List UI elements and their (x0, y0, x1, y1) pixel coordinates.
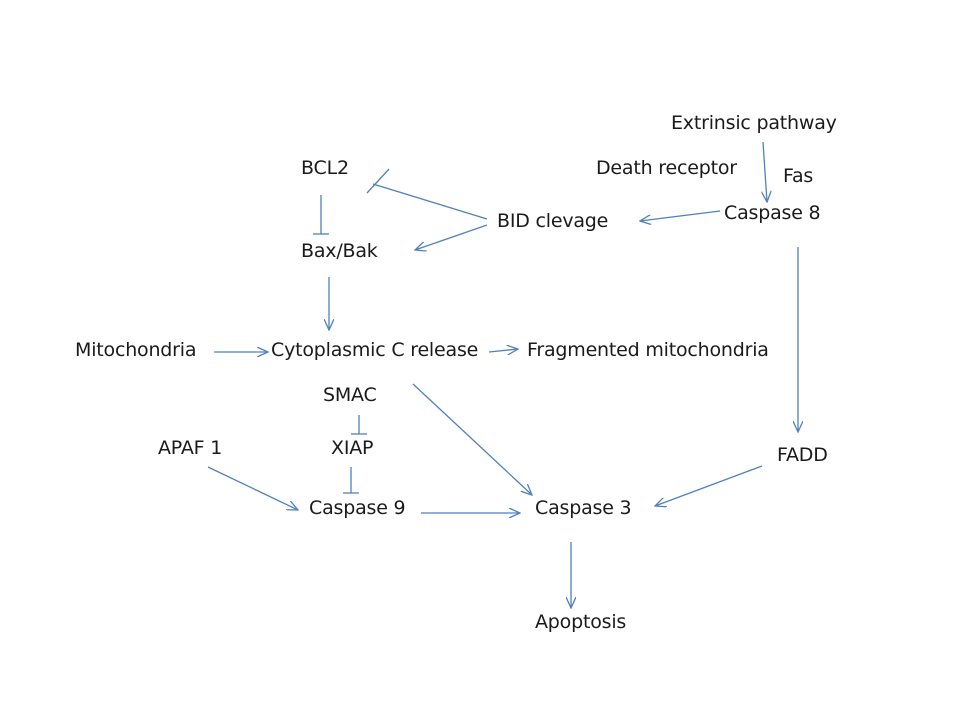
edge-bid-to-baxbak (415, 224, 488, 250)
node-bid-cleavage: BID clevage (497, 210, 609, 232)
node-bcl2: BCL2 (301, 157, 349, 179)
edge-fadd-to-caspase3 (655, 465, 763, 506)
edge-bid-inhibits-bcl2 (372, 183, 488, 220)
edge-caspase8-to-bid (640, 210, 721, 221)
node-fas: Fas (783, 165, 814, 187)
edge-cytc-to-fragmented (488, 349, 518, 352)
edge-cytc-to-caspase3 (412, 383, 532, 495)
node-fragmented-mitochondria: Fragmented mitochondria (527, 339, 769, 361)
node-cytoplasmic-c-release: Cytoplasmic C release (271, 339, 479, 361)
node-caspase-8: Caspase 8 (724, 202, 821, 224)
node-caspase-9: Caspase 9 (309, 497, 406, 519)
node-death-receptor: Death receptor (596, 157, 737, 179)
edge-extrinsic-to-caspase8 (763, 141, 767, 202)
node-mitochondria: Mitochondria (75, 339, 197, 361)
edge-bid-inhibits-bcl2-bar (366, 168, 390, 194)
node-smac: SMAC (323, 384, 377, 406)
edge-apaf1-to-caspase9 (207, 466, 298, 510)
node-extrinsic-pathway: Extrinsic pathway (671, 112, 837, 134)
node-xiap: XIAP (331, 437, 374, 459)
node-fadd: FADD (777, 444, 828, 466)
node-caspase-3: Caspase 3 (535, 497, 632, 519)
node-apoptosis: Apoptosis (535, 611, 627, 633)
node-apaf1: APAF 1 (158, 437, 223, 459)
node-bax-bak: Bax/Bak (301, 240, 378, 262)
